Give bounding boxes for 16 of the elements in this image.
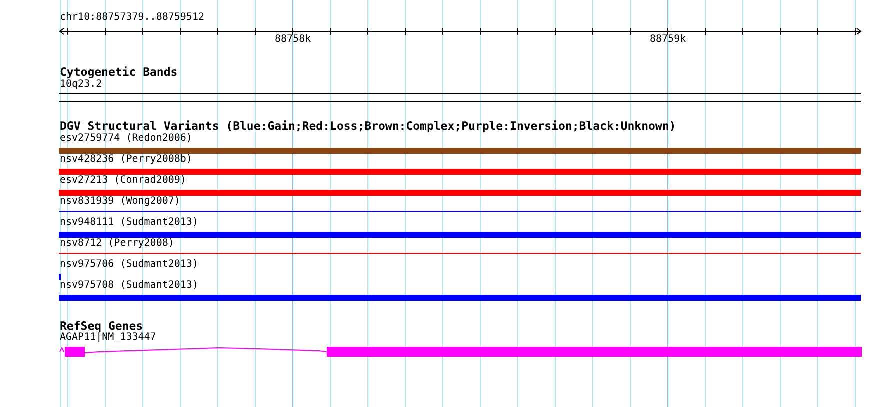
band-label: 10q23.2 xyxy=(60,80,104,91)
tick-label: 88759k xyxy=(650,35,686,45)
track-title: DGV Structural Variants (Blue:Gain;Red:Loss;Brown:Complex;Purple:Inversion;Black:Unknown) xyxy=(60,121,676,132)
track-title: Cytogenetic Bands xyxy=(60,67,178,78)
variant-label: nsv975708 (Sudmant2013) xyxy=(60,281,200,292)
gene-label: AGAP11|NM_133447 xyxy=(60,333,158,344)
variant-label: esv27213 (Conrad2009) xyxy=(60,176,188,187)
tick-label: 88758k xyxy=(275,35,312,45)
variant-label: nsv8712 (Perry2008) xyxy=(60,239,176,250)
variant-label: nsv948111 (Sudmant2013) xyxy=(60,218,200,229)
track-title: RefSeq Genes xyxy=(60,321,144,332)
variant-label: nsv428236 (Perry2008b) xyxy=(60,155,194,166)
variant-label: nsv831939 (Wong2007) xyxy=(60,197,182,208)
coordinate-range: chr10:88757379..88759512 xyxy=(60,13,204,23)
variant-label: esv2759774 (Redon2006) xyxy=(60,134,194,145)
variant-label: nsv975706 (Sudmant2013) xyxy=(60,260,198,271)
